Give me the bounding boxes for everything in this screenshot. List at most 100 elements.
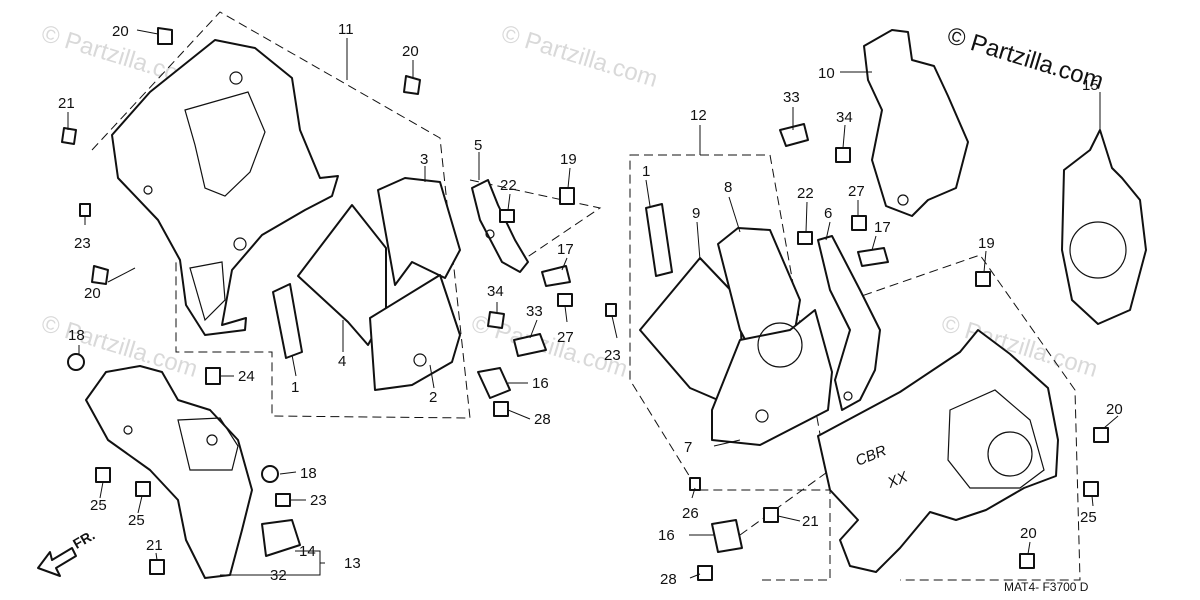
bolt-icon: [149, 559, 165, 575]
bolt-icon: [91, 265, 109, 285]
bracket-16-icon: [711, 519, 743, 553]
callout-25: 25: [128, 512, 145, 529]
screw-24-icon: [205, 367, 221, 385]
callout-4: 4: [338, 353, 346, 370]
callout-27: 27: [557, 329, 574, 346]
callout-25: 25: [1080, 509, 1097, 526]
grommet-icon: [233, 237, 247, 251]
callout-33: 33: [526, 303, 543, 320]
front-direction-arrow: [37, 547, 77, 577]
callout-12: 12: [690, 107, 707, 124]
side-cover-panel: [177, 417, 239, 471]
callout-21: 21: [146, 537, 163, 554]
bolt-icon: [487, 311, 505, 329]
part-10-shield: [863, 29, 969, 217]
hole-icon: [206, 434, 218, 446]
bolt-icon: [1093, 427, 1109, 443]
group-16-outline: [739, 469, 831, 581]
group-12-outline: [629, 154, 831, 491]
bolt-icon: [1083, 481, 1099, 497]
part-5-bracket: [471, 179, 529, 273]
inner-fairing-body: [111, 39, 339, 336]
bracket-17-icon: [541, 265, 571, 287]
nut-icon: [499, 209, 515, 223]
lower-cowl-vent: [987, 431, 1033, 477]
bolt-icon: [835, 147, 851, 163]
callout-23: 23: [604, 347, 621, 364]
callout-32: 32: [270, 567, 287, 584]
callout-20: 20: [1106, 401, 1123, 418]
callout-13: 13: [344, 555, 361, 572]
callout-23: 23: [74, 235, 91, 252]
callout-17: 17: [874, 219, 891, 236]
callout-33: 33: [783, 89, 800, 106]
clip-nut-icon: [275, 493, 291, 507]
bolt-icon: [559, 187, 575, 205]
bolt-icon: [61, 127, 77, 145]
part-13-side-cover: [85, 365, 301, 579]
lower-cowl-right: CBR XX: [817, 329, 1059, 573]
bolt-icon: [157, 27, 173, 45]
bracket-6-body: [817, 235, 881, 411]
part-15-shield: [1061, 129, 1147, 325]
part-1-pad: [272, 283, 303, 359]
callout-27: 27: [848, 183, 865, 200]
callout-25: 25: [90, 497, 107, 514]
diagram-code: MAT4- F3700 D: [1004, 580, 1089, 594]
lower-cowl-body: [817, 329, 1059, 573]
bolt-icon: [851, 215, 867, 231]
callout-26: 26: [682, 505, 699, 522]
part-3-pad: [377, 177, 461, 286]
callout-16: 16: [658, 527, 675, 544]
inner-fairing-opening: [184, 91, 266, 197]
watermark-text: © Partzilla.com: [498, 20, 661, 93]
shield-cutout: [1069, 221, 1127, 279]
inner-fairing-bracket: [189, 261, 226, 322]
grommet-18-icon: [261, 465, 279, 483]
callout-28: 28: [660, 571, 677, 588]
callout-19: 19: [978, 235, 995, 252]
bolt-icon: [697, 565, 713, 581]
hole-icon: [485, 229, 495, 239]
part-11-inner-fairing: [111, 39, 339, 336]
callout-18: 18: [300, 465, 317, 482]
bracket-17-icon: [857, 247, 889, 267]
callout-9: 9: [692, 205, 700, 222]
part-callouts: 20 11 20 21 23 20 3 4 1 2 5 22 19 17 27 …: [58, 21, 1123, 588]
callout-1: 1: [291, 379, 299, 396]
right-insulation-pads: [639, 203, 833, 446]
callout-14: 14: [299, 543, 316, 560]
callout-28: 28: [534, 411, 551, 428]
callout-18: 18: [68, 327, 85, 344]
lower-cowl-opening: [947, 389, 1045, 489]
callout-15: 15: [1082, 77, 1099, 94]
callout-11: 11: [338, 21, 354, 38]
part-6-bracket: [817, 235, 881, 411]
left-hardware: [61, 27, 575, 417]
callout-21: 21: [58, 95, 75, 112]
callout-16: 16: [532, 375, 549, 392]
callout-24: 24: [238, 368, 255, 385]
pad-14-icon: [261, 519, 301, 557]
leader-lines: [67, 29, 1119, 579]
callout-23: 23: [310, 492, 327, 509]
bolt-icon: [1019, 553, 1035, 569]
arrow-icon: [37, 547, 77, 577]
callout-3: 3: [420, 151, 428, 168]
callout-22: 22: [797, 185, 814, 202]
callout-17: 17: [557, 241, 574, 258]
hole-icon: [143, 185, 153, 195]
part-2-pad: [369, 274, 461, 391]
screw-icon: [689, 477, 701, 491]
group-11-outline: [91, 11, 471, 419]
group-5-outline: [469, 179, 602, 263]
bolt-icon: [95, 467, 111, 483]
clip-nut-icon: [79, 203, 91, 217]
callout-21: 21: [802, 513, 819, 530]
callout-20: 20: [84, 285, 101, 302]
right-hardware: [605, 123, 1109, 581]
bracket-body: [471, 179, 529, 273]
callout-1: 1: [642, 163, 650, 180]
part-1-pad-right: [645, 203, 673, 277]
